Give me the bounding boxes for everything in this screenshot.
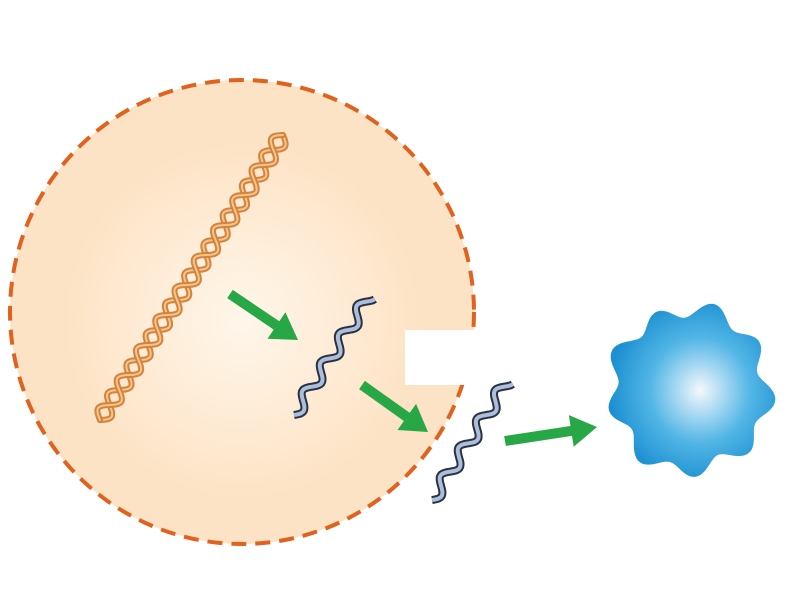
dna-strand-highlight-2 <box>96 134 284 421</box>
dna-double-helix-icon <box>94 132 289 423</box>
dna-strand-highlight-1 <box>99 134 287 421</box>
arrow-shape <box>227 289 298 340</box>
export-arrow-icon <box>359 380 428 432</box>
mrna-strand-cytoplasm-icon <box>431 380 515 504</box>
transcription-arrow-icon <box>227 289 298 340</box>
arrow-shape <box>504 415 597 447</box>
translation-arrow-icon <box>504 415 597 447</box>
nuclear-pore <box>405 330 480 385</box>
rna-fill <box>293 297 376 417</box>
rna-fill <box>431 382 514 502</box>
mrna-strand-nucleus-icon <box>293 295 377 419</box>
nucleus <box>8 78 480 546</box>
protein-icon <box>608 303 776 477</box>
arrow-shape <box>359 380 428 432</box>
